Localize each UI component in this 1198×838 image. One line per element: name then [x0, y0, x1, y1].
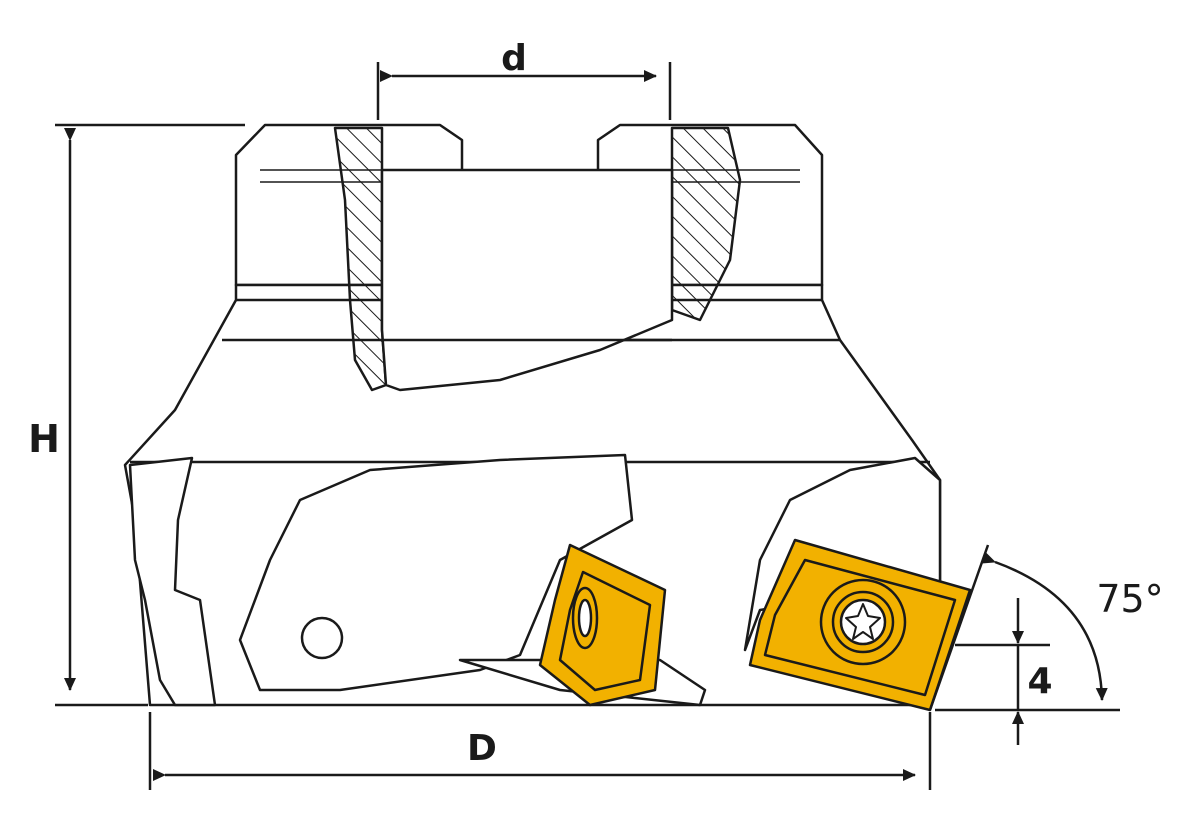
bore-section [333, 126, 742, 392]
bore-cavity [380, 168, 674, 392]
label-D: D [467, 728, 497, 769]
label-H: H [28, 417, 60, 461]
label-angle: 75° [1096, 577, 1163, 621]
label-d: d [501, 38, 527, 79]
label-depth: 4 [1027, 661, 1052, 702]
right-insert [748, 538, 972, 712]
left-chip-pocket [128, 456, 217, 707]
coolant-hole [300, 616, 344, 660]
dim-angle-ref [928, 544, 990, 711]
dim-angle-arc [981, 552, 1108, 701]
left-insert [538, 543, 667, 707]
dimensions [55, 62, 1120, 790]
